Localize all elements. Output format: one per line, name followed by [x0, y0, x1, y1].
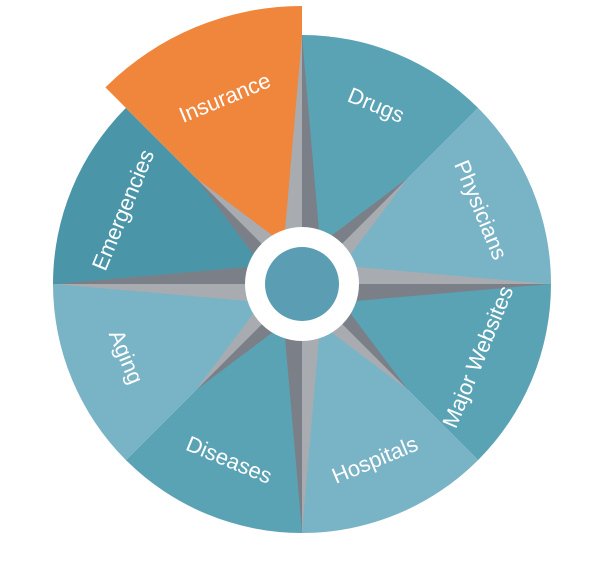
compass-point — [283, 284, 302, 532]
segment-hospitals — [302, 284, 479, 533]
segment-aging — [53, 284, 302, 461]
hub-center — [265, 247, 339, 321]
segment-drugs — [302, 34, 479, 284]
segment-emergencies — [53, 107, 302, 285]
compass-point — [302, 284, 550, 303]
compass-point — [302, 36, 321, 284]
segment-physicians — [302, 107, 551, 285]
compass-point — [283, 36, 302, 284]
segment-diseases — [125, 284, 303, 533]
compass-point — [54, 265, 302, 284]
compass-point — [302, 265, 550, 284]
compass-point — [54, 284, 302, 303]
wheel-segments — [53, 5, 551, 533]
segment-major-websites — [302, 284, 551, 461]
wheel-hub — [245, 227, 359, 341]
compass-point — [302, 284, 321, 532]
segment-insurance — [105, 5, 302, 284]
